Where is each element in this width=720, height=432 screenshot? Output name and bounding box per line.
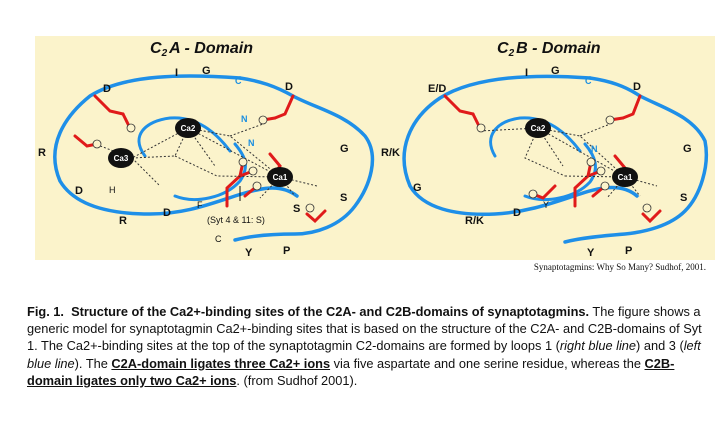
c2b-residue-label: D: [633, 81, 641, 93]
c2a-backbone-loop3: [137, 116, 232, 158]
c2b-loop-label: C: [585, 76, 592, 86]
c2a-syt-note: (Syt 4 & 11: S): [207, 215, 265, 225]
c2a-residue-label: D: [285, 81, 293, 93]
caption-text: The figure shows a generic model for syn…: [27, 304, 702, 354]
caption-text: . (from Sudhof 2001).: [236, 372, 358, 388]
c2b-residue-label: D: [513, 207, 521, 219]
c2a-ion-ca1: Ca1: [267, 167, 293, 187]
c2b-ion-ca1: Ca1: [612, 167, 638, 187]
c2a-backbone-inner: [173, 142, 247, 201]
c2a-residue-label: D: [103, 83, 111, 95]
c2a-residue-label: D: [75, 185, 83, 197]
c2a-residue-label: Y: [245, 247, 253, 259]
c2b-residue-label: Y: [587, 247, 595, 259]
c2b-residue-label: R/K: [465, 215, 484, 227]
c2b-residue-label: Y: [543, 200, 549, 210]
c2b-backbone-loop3: [489, 116, 582, 158]
svg-text:Ca2: Ca2: [531, 124, 546, 133]
c2a-loop-label: C: [235, 76, 242, 86]
caption-text: via five aspartate and one serine residu…: [330, 355, 645, 371]
c2a-residue-label: D: [163, 207, 171, 219]
figure-credit: Synaptotagmins: Why So Many? Sudhof, 200…: [533, 262, 706, 272]
c2b-backbone-outer: [402, 74, 639, 217]
c2a-loop-label: N: [241, 114, 248, 124]
c2b-loop-label: N: [591, 144, 598, 154]
c2b-residue-label: G: [413, 182, 422, 194]
c2a-oxygen-markers: [92, 115, 315, 213]
c2b-residue-label: R/K: [381, 147, 400, 159]
c2a-residue-label: G: [202, 65, 211, 77]
svg-text:Ca2: Ca2: [181, 124, 196, 133]
c2a-residue-label: H: [109, 185, 116, 195]
c2b-residue-label: G: [551, 65, 560, 77]
c2a-residue-label: S: [293, 203, 300, 215]
c2b-residue-label: S: [680, 192, 687, 204]
c2b-coordination-lines: [479, 123, 658, 199]
c2a-residue-label: G: [340, 143, 349, 155]
caption-right-blue: right blue line: [559, 338, 637, 354]
svg-text:Ca3: Ca3: [114, 154, 129, 163]
c2b-side-chains: [443, 94, 662, 224]
c2a-residue-label: I: [175, 67, 178, 79]
c2a-residue-label: R: [38, 147, 46, 159]
svg-text:Ca1: Ca1: [273, 173, 288, 182]
caption-text: ). The: [74, 355, 112, 371]
caption-text: ) and 3 (: [636, 338, 684, 354]
c2b-residue-label: E/D: [428, 83, 446, 95]
c2a-backbone-outer: [53, 74, 299, 216]
caption-left-blue: left blue line: [27, 338, 701, 371]
c2b-backbone-loop1: [563, 76, 708, 244]
caption-title: Structure of the Ca2+-binding sites of t…: [71, 304, 590, 319]
c2b-residue-label: P: [625, 245, 632, 257]
c2a-residue-label: P: [283, 245, 290, 257]
c2a-ion-ca3: Ca3: [108, 148, 134, 168]
c2a-residue-label: R: [119, 215, 127, 227]
c2a-residue-label: C: [215, 234, 222, 244]
caption-c2a-highlight: C2A-domain ligates three Ca2+ ions: [111, 355, 331, 371]
c2b-residue-label: G: [683, 143, 692, 155]
caption-c2b-highlight: C2B-domain ligates only two Ca2+ ions: [27, 355, 675, 388]
figure-caption: Fig. 1. Structure of the Ca2+-binding si…: [27, 303, 711, 389]
c2a-residue-label: S: [340, 192, 347, 204]
svg-text:Ca1: Ca1: [618, 173, 633, 182]
c2a-ion-ca2: Ca2: [175, 118, 201, 138]
c2a-loop-label: N: [248, 138, 255, 148]
c2b-residue-label: I: [525, 67, 528, 79]
c2b-ion-ca2: Ca2: [525, 118, 551, 138]
caption-fig-label: Fig. 1.: [27, 304, 64, 319]
c2a-residue-label: F: [197, 200, 203, 210]
